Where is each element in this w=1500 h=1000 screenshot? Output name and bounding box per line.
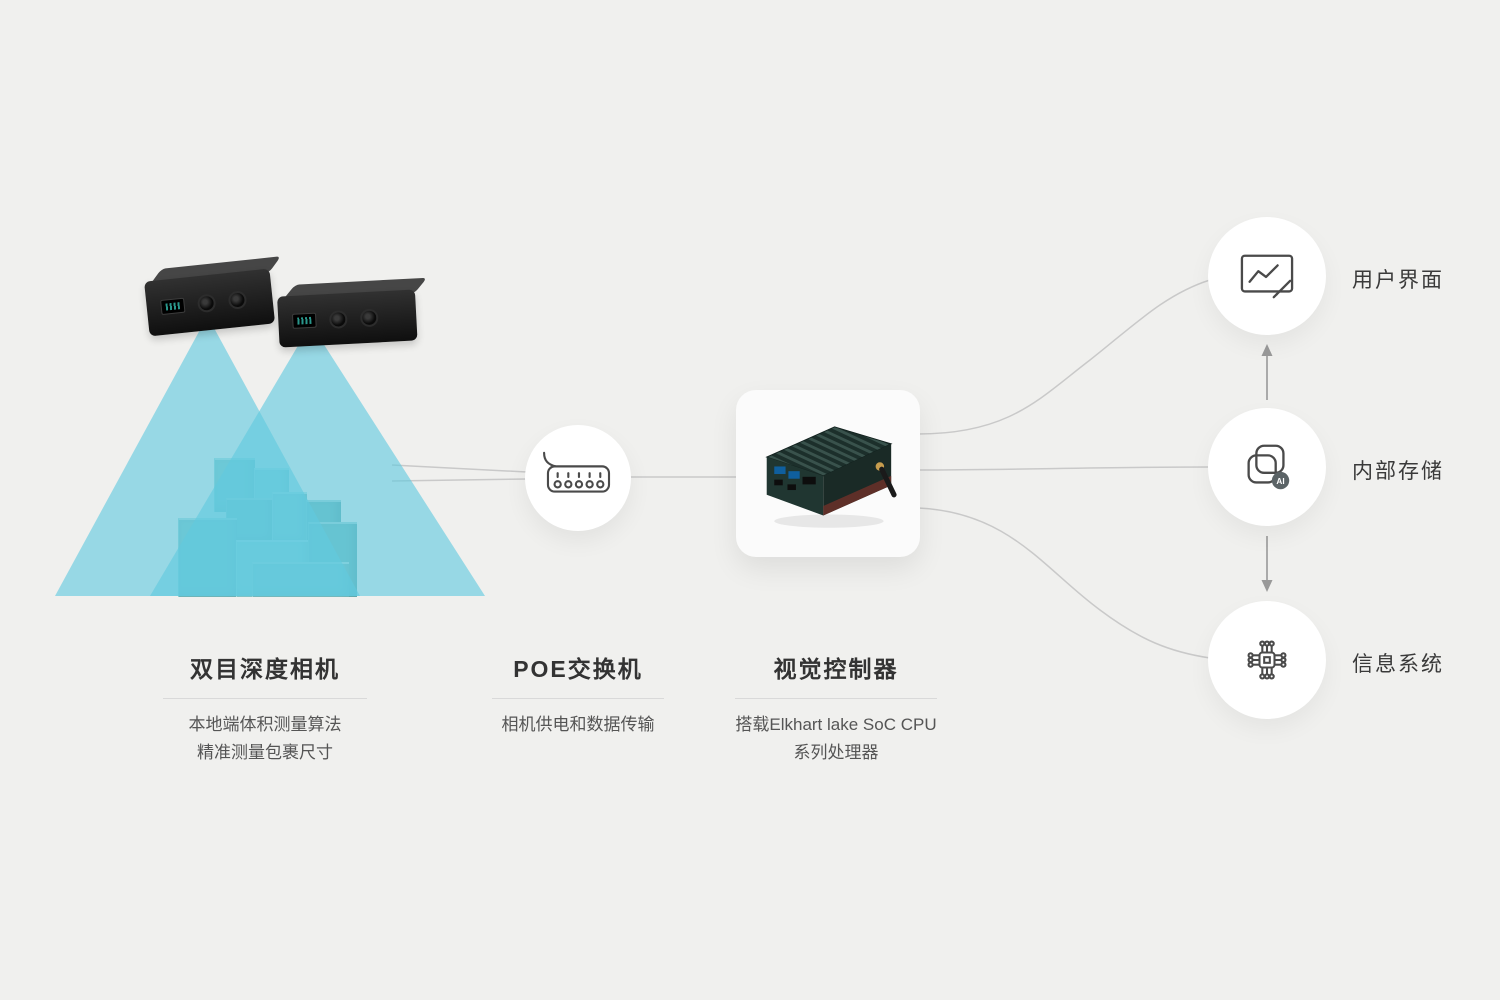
poe-section-title: POE交换机: [513, 656, 643, 682]
antenna-icon: [879, 466, 897, 497]
stereo-camera-left: [143, 256, 281, 337]
output-label-user-interface: 用户界面: [1352, 269, 1444, 292]
controller-section-caption: 视觉控制器 搭载Elkhart lake SoC CPU 系列处理器: [706, 650, 966, 767]
poe-section-caption: POE交换机 相机供电和数据传输: [468, 650, 688, 739]
controller-section-desc2: 系列处理器: [793, 743, 879, 762]
arrow-down-icon: [1261, 580, 1273, 592]
section-divider: [735, 698, 937, 699]
output-node-information-system: [1208, 601, 1326, 719]
output-label-internal-storage: 内部存储: [1352, 460, 1444, 483]
controller-to-info-line: [917, 507, 1211, 659]
ai-badge-label: AI: [1276, 477, 1284, 486]
io-port: [774, 479, 783, 485]
hdmi-port: [802, 476, 816, 484]
arrow-up-icon: [1261, 344, 1273, 356]
ai-duplicate-icon: AI: [1247, 444, 1290, 490]
camera-section-desc1: 本地端体积测量算法: [188, 715, 342, 734]
usb-port: [774, 465, 786, 474]
camera-section-title: 双目深度相机: [190, 656, 340, 682]
camera-to-poe-line: [391, 464, 528, 473]
controller-section-desc1: 搭载Elkhart lake SoC CPU: [735, 715, 937, 734]
camera-to-poe-line: [391, 478, 528, 482]
stereo-camera-right: [276, 277, 428, 348]
camera-lens-icon: [227, 289, 248, 310]
section-divider: [492, 698, 664, 699]
poe-switch-icon: [543, 451, 611, 493]
controller-side-face: [823, 443, 892, 515]
usb-port: [788, 470, 800, 479]
camera-display: [160, 297, 186, 316]
camera-lens-icon: [196, 292, 217, 313]
output-node-user-interface: [1208, 217, 1326, 335]
output-node-internal-storage: AI: [1208, 408, 1326, 526]
io-port: [787, 483, 796, 490]
camera-lens-icon: [328, 309, 348, 329]
controller-to-storage-line: [917, 466, 1211, 471]
camera-display: [291, 312, 317, 329]
camera-front-face: [277, 289, 418, 348]
cpu-chip-icon: [1247, 640, 1287, 680]
controller-shadow: [774, 514, 884, 528]
camera-section-desc2: 精准测量包裹尺寸: [197, 743, 333, 762]
vision-controller-image: [765, 425, 897, 528]
camera-lens-icon: [359, 307, 379, 327]
controller-to-ui-line: [917, 279, 1211, 435]
output-label-information-system: 信息系统: [1352, 653, 1444, 676]
ai-badge-circle: [1271, 471, 1290, 490]
poe-section-desc1: 相机供电和数据传输: [501, 715, 655, 734]
camera-section-caption: 双目深度相机 本地端体积测量算法 精准测量包裹尺寸: [115, 650, 415, 767]
section-divider: [163, 698, 367, 699]
poe-switch-node: [525, 425, 631, 531]
monitor-chart-icon: [1240, 254, 1294, 299]
vision-controller-node: [736, 390, 920, 557]
controller-bracket: [823, 475, 892, 515]
controller-section-title: 视觉控制器: [773, 656, 899, 682]
